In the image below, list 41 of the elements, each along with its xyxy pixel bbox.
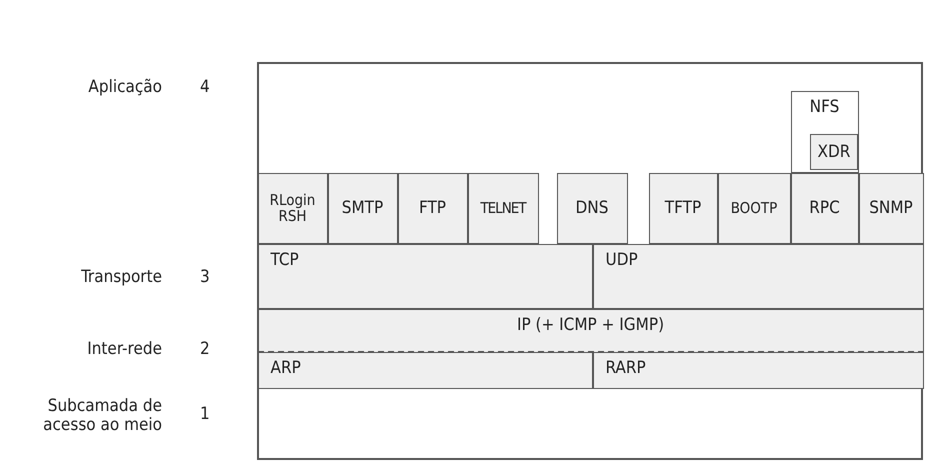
protocol-label: IP (+ ICMP + IGMP)	[516, 316, 664, 334]
protocol-label: ARP	[270, 358, 301, 378]
protocol-box	[398, 172, 468, 244]
protocol-box	[258, 308, 924, 352]
protocol-box	[648, 172, 718, 244]
layer-name: Subcamada de acesso ao meio	[42, 397, 162, 434]
protocol-box	[556, 172, 628, 244]
protocol-box	[790, 172, 858, 244]
protocol-label: RARP	[606, 358, 646, 378]
protocol-label: FTP	[418, 198, 446, 218]
protocol-box	[258, 352, 592, 388]
protocol-box	[328, 172, 398, 244]
protocol-label: RLogin RSH	[268, 192, 316, 224]
layer-number: 3	[200, 268, 210, 287]
protocol-label: TFTP	[664, 198, 702, 218]
frame-box	[257, 62, 923, 460]
layer-number: 2	[200, 340, 210, 359]
protocol-label: RPC	[809, 198, 840, 218]
layer-name: Aplicação	[87, 78, 162, 97]
protocol-box	[718, 172, 790, 244]
protocol-label: TELNET	[480, 200, 526, 216]
protocol-label: SMTP	[342, 198, 384, 218]
protocol-label: UDP	[606, 250, 638, 270]
protocol-label: XDR	[818, 142, 850, 162]
protocol-label: BOOTP	[730, 200, 778, 216]
layer-number: 4	[200, 78, 210, 97]
protocol-label: TCP	[270, 250, 299, 270]
protocol-box	[258, 172, 328, 244]
protocol-box	[858, 172, 924, 244]
protocol-box	[810, 134, 858, 170]
protocol-box	[258, 244, 592, 308]
protocol-label: SNMP	[869, 198, 913, 218]
layer-number: 1	[200, 405, 210, 424]
protocol-box	[592, 352, 924, 388]
protocol-box	[790, 90, 858, 172]
protocol-label: DNS	[576, 198, 608, 218]
layer-name: Transporte	[80, 268, 162, 287]
protocol-box	[592, 244, 924, 308]
protocol-label: NFS	[810, 98, 840, 116]
layer-name: Inter-rede	[86, 340, 162, 359]
protocol-box	[468, 172, 538, 244]
